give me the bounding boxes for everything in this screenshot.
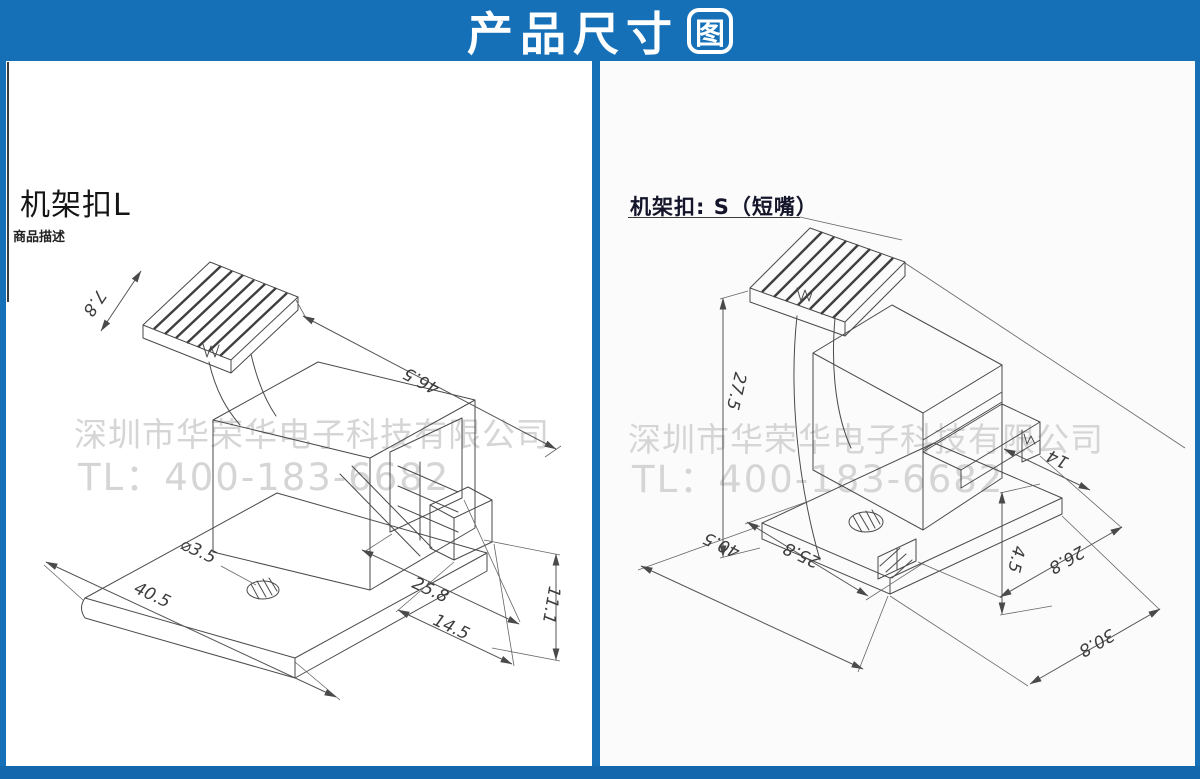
right-title-underline (628, 217, 800, 218)
left-panel-title: 机架扣L (20, 188, 131, 223)
left-panel-subtitle: 商品描述 (13, 230, 66, 245)
left-edge-line (7, 62, 9, 302)
frame-edge-right (1195, 61, 1200, 779)
right-panel (600, 61, 1195, 766)
panel-divider (592, 61, 600, 779)
left-panel (6, 61, 592, 766)
banner-badge-icon: 图 (687, 7, 733, 54)
right-panel-title: 机架扣: S（短嘴） (630, 195, 818, 219)
frame-edge-left (0, 61, 6, 779)
frame-edge-bottom (0, 766, 1200, 779)
banner-title: 产品尺寸 (467, 6, 679, 61)
banner: 产品尺寸 图 (0, 0, 1200, 61)
